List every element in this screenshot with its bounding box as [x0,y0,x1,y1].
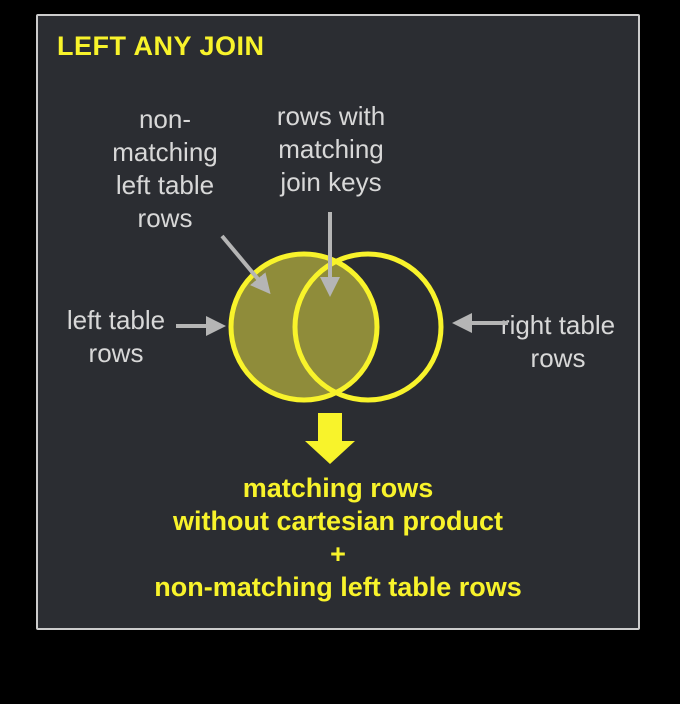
label-left-table-rows: left table rows [66,305,166,368]
label-right-table-rows: right table rows [500,310,616,373]
result-line-plus: + [330,539,346,569]
right-circle-outline [292,251,444,403]
arrow-to-left-only-region-icon [220,234,271,295]
result-line-non-matching-left: non-matching left table rows [154,572,522,602]
thick-down-arrow-icon [305,413,355,464]
diagram-title: LEFT ANY JOIN [57,31,265,61]
result-text-block: matching rows without cartesian product … [36,472,640,604]
result-line-without-cartesian: without cartesian product [172,506,504,536]
label-non-matching-left-rows: non- matching left table rows [112,104,218,233]
label-rows-with-matching-join-keys: rows with matching join keys [276,101,386,197]
result-line-matching-rows: matching rows [242,473,434,503]
